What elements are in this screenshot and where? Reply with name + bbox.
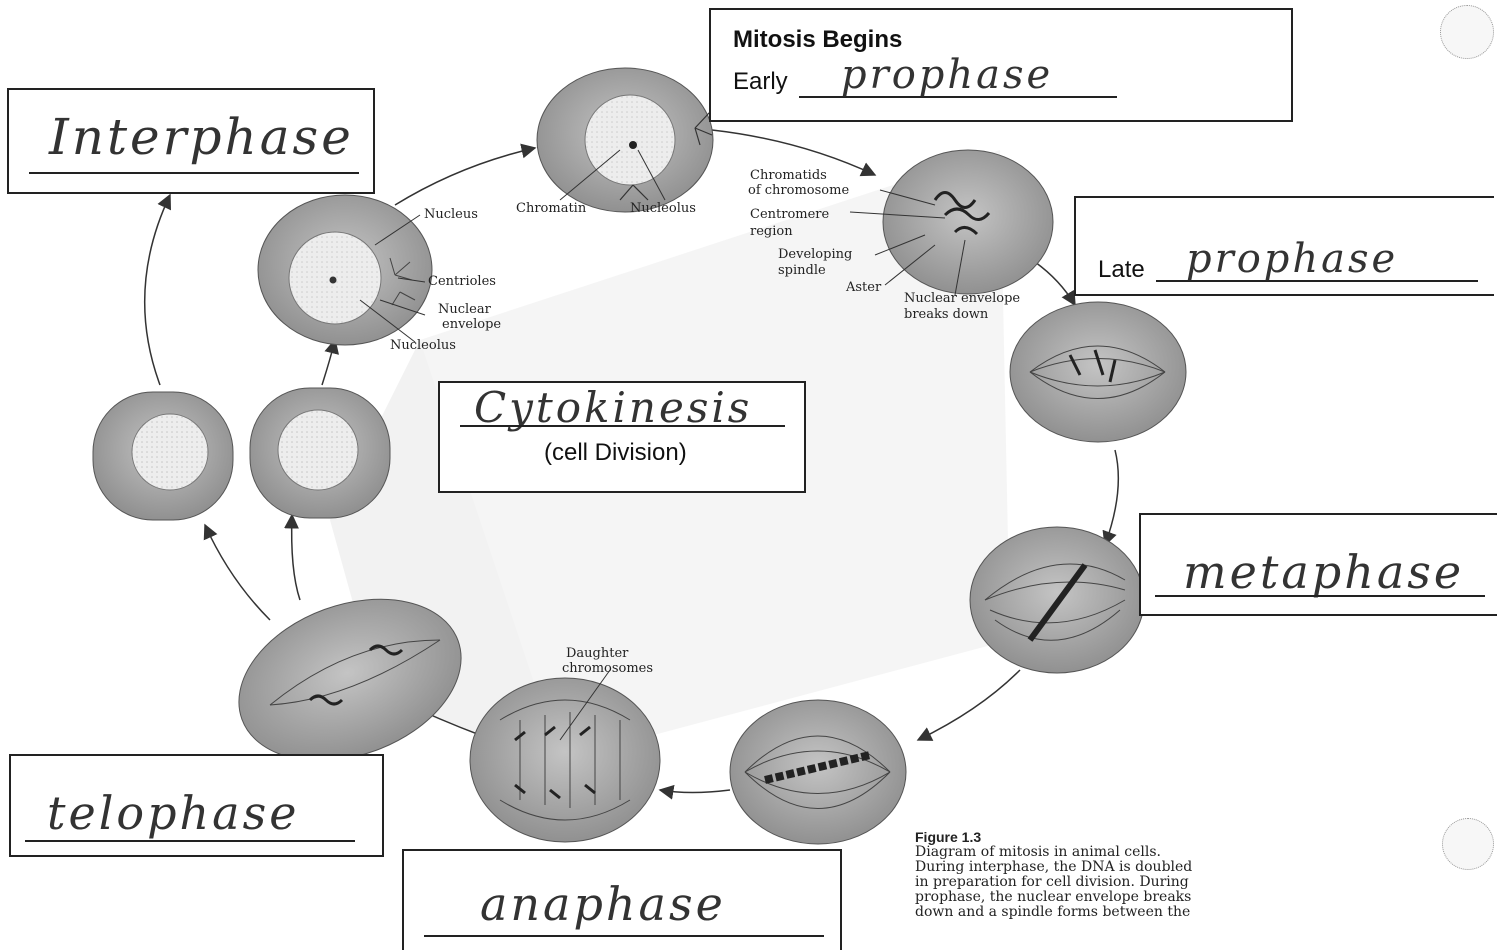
telophase-box: telophase (9, 754, 384, 857)
label-centrioles: Centrioles (428, 275, 496, 289)
cell-division-label: (cell Division) (544, 439, 687, 467)
label-nucleolus-interphase: Nucleolus (390, 339, 456, 353)
late-prophase-box: Late prophase (1074, 196, 1494, 296)
metaphase-answer: metaphase (1183, 545, 1464, 599)
prometaphase-cell (1010, 302, 1186, 442)
label-daughter: Daughter (566, 647, 628, 661)
label-centromere: Centromere (750, 208, 829, 222)
late-prophase-cell (883, 150, 1053, 294)
arrow-cytokinesis-to-interphase (322, 340, 335, 385)
daughter-cell-right (250, 388, 390, 518)
late-label: Late (1098, 256, 1145, 284)
metaphase-box: metaphase (1139, 513, 1497, 616)
label-chromatids: Chromatids (750, 169, 827, 183)
caption-line-5: down and a spindle forms between the (915, 905, 1255, 920)
arrow-late-prophase-to-prometaphase (1035, 262, 1075, 305)
early-prophase-cell (537, 68, 713, 212)
label-aster: Aster (846, 281, 881, 295)
label-nucleolus-prophase: Nucleolus (630, 202, 696, 216)
label-region: region (750, 225, 793, 239)
arrow-telophase-to-cytokinesis-left (205, 525, 270, 620)
arrow-telophase-to-cytokinesis-right (292, 515, 300, 600)
figure-caption: Figure 1.3 Diagram of mitosis in animal … (915, 830, 1255, 920)
caption-line-2: During interphase, the DNA is doubled (915, 860, 1255, 875)
cytokinesis-box: Cytokinesis (cell Division) (438, 381, 806, 493)
anaphase-box: anaphase (402, 849, 842, 950)
interphase-label-box: Interphase (7, 88, 375, 194)
arrow-anaphase-to-telophase (660, 790, 730, 793)
label-chromatin: Chromatin (516, 202, 586, 216)
mitosis-begins-box: Mitosis Begins Early prophase (709, 8, 1293, 122)
arrow-metaphase-to-anaphase (918, 670, 1020, 740)
arrow-to-interphase-label (145, 195, 170, 385)
late-answer: prophase (1186, 236, 1398, 282)
label-of-chromosome: of chromosome (748, 184, 849, 198)
label-nucleus: Nucleus (424, 208, 478, 222)
label-nuclear-envelope: Nuclear envelope (904, 292, 1020, 306)
figure-number: Figure 1.3 (915, 830, 1255, 845)
early-answer: prophase (841, 52, 1053, 98)
label-chromosomes: chromosomes (562, 662, 653, 676)
telophase-answer: telophase (47, 786, 299, 840)
early-label: Early (733, 68, 788, 96)
anaphase-cell (470, 678, 660, 842)
punch-hole-bottom (1442, 818, 1494, 870)
caption-line-1: Diagram of mitosis in animal cells. (915, 845, 1255, 860)
interphase-cell (258, 195, 432, 345)
metaphase-plate-cell (730, 700, 906, 844)
caption-line-3: in preparation for cell division. During (915, 875, 1255, 890)
label-nuclear: Nuclear (438, 303, 491, 317)
label-envelope: envelope (442, 318, 501, 332)
label-spindle: spindle (778, 264, 826, 278)
anaphase-answer: anaphase (480, 877, 726, 931)
label-breaks-down: breaks down (904, 308, 988, 322)
arrow-interphase-to-early-prophase (395, 148, 535, 205)
caption-line-4: prophase, the nuclear envelope breaks (915, 890, 1255, 905)
daughter-cell-left (93, 392, 233, 520)
arrow-prometaphase-to-metaphase (1105, 450, 1118, 545)
mitosis-begins-title: Mitosis Begins (733, 26, 902, 54)
punch-hole-top (1440, 5, 1494, 59)
metaphase-cell (970, 527, 1144, 673)
interphase-answer: Interphase (49, 108, 354, 166)
label-developing: Developing (778, 248, 852, 262)
